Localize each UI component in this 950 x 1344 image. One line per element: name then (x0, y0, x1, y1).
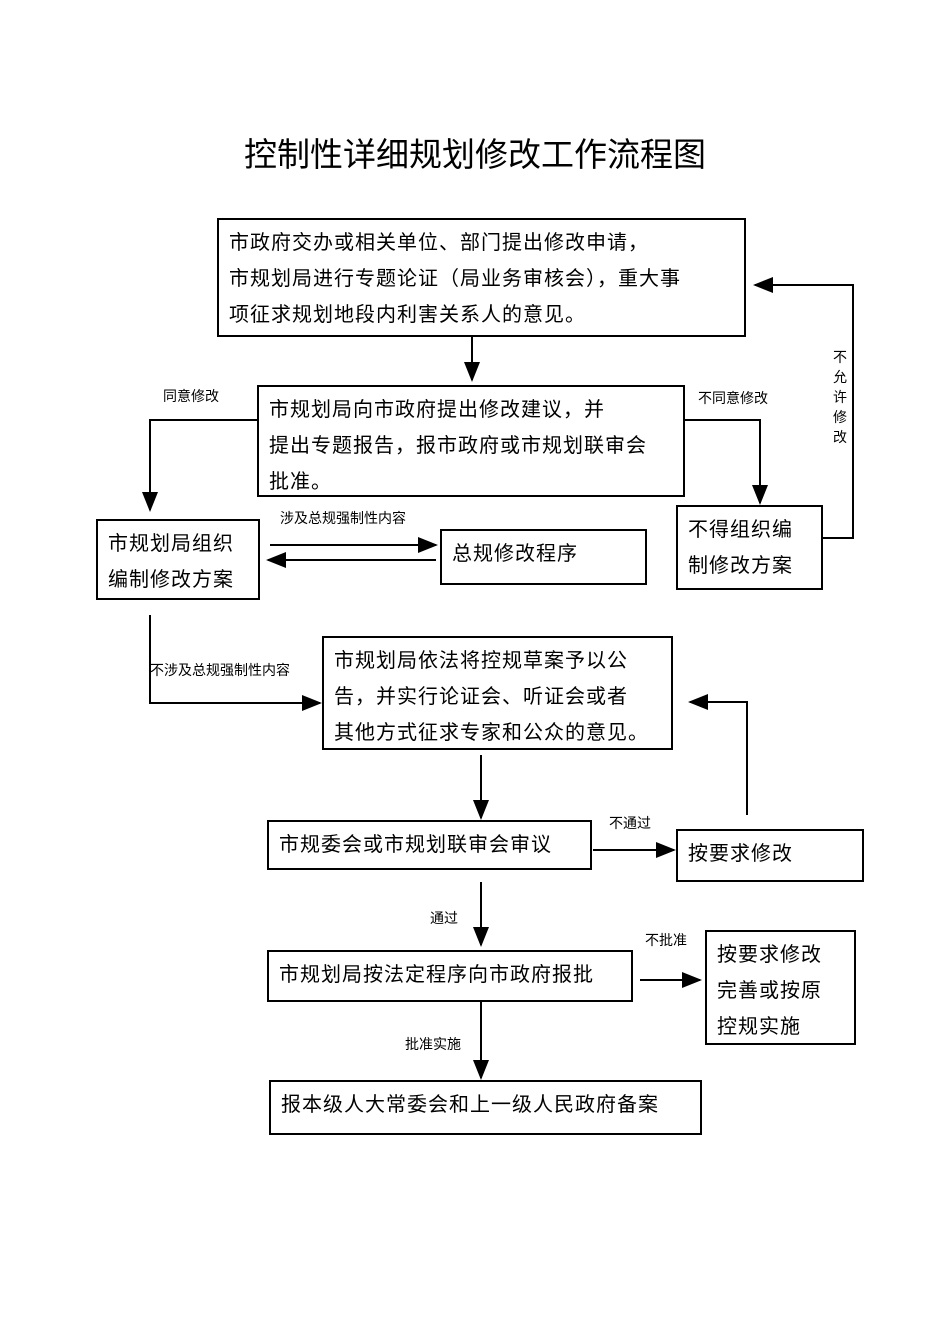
node-submit: 市规划局按法定程序向市政府报批 (267, 950, 633, 1002)
node-text: 按要求修改 (688, 841, 793, 865)
arrow-not-allowed (753, 277, 854, 539)
node-text: 其他方式征求专家和公众的意见。 (334, 720, 649, 744)
label-fail: 不通过 (609, 816, 651, 832)
node-revise: 按要求修改 (676, 829, 864, 882)
node-application: 市政府交办或相关单位、部门提出修改申请， 市规划局进行专题论证（局业务审核会），重… (217, 218, 746, 337)
node-review: 市规委会或市规划联审会审议 (267, 820, 592, 870)
node-master-plan-procedure: 总规修改程序 (440, 529, 647, 585)
label-agree: 同意修改 (163, 389, 219, 405)
node-text: 市规划局按法定程序向市政府报批 (279, 962, 594, 986)
node-text: 市政府交办或相关单位、部门提出修改申请， (229, 230, 649, 254)
node-text: 市规划局进行专题论证（局业务审核会），重大事 (229, 266, 681, 290)
node-text: 市规划局依法将控规草案予以公 (334, 648, 628, 672)
node-revise-or-keep: 按要求修改完善或按原控规实施 (705, 930, 856, 1045)
label-not-approved: 不批准 (645, 933, 687, 949)
node-public-notice: 市规划局依法将控规草案予以公告，并实行论证会、听证会或者其他方式征求专家和公众的… (322, 636, 673, 750)
label-not-allowed: 不允许修改 (833, 350, 847, 446)
node-text: 编制修改方案 (108, 567, 234, 591)
node-text: 按要求修改 (717, 942, 822, 966)
node-text: 告，并实行论证会、听证会或者 (334, 684, 628, 708)
arrow-not-involves (149, 615, 322, 711)
node-text: 完善或按原 (717, 978, 822, 1002)
node-text: 报本级人大常委会和上一级人民政府备案 (281, 1092, 659, 1116)
node-text: 项征求规划地段内利害关系人的意见。 (229, 302, 586, 326)
label-involves: 涉及总规强制性内容 (280, 511, 406, 527)
node-organize-plan: 市规划局组织编制修改方案 (96, 519, 260, 600)
arrow-agree (142, 419, 257, 512)
node-text: 提出专题报告，报市政府或市规划联审会 (269, 433, 647, 457)
node-text: 市规委会或市规划联审会审议 (279, 832, 552, 856)
node-text: 市规划局向市政府提出修改建议，并 (269, 397, 605, 421)
label-not-involves: 不涉及总规强制性内容 (150, 663, 290, 679)
node-text: 市规划局组织 (108, 531, 234, 555)
node-text: 不得组织编 (688, 517, 793, 541)
label-approved: 批准实施 (405, 1037, 461, 1053)
node-text: 制修改方案 (688, 553, 793, 577)
node-text: 总规修改程序 (452, 541, 578, 565)
arrow-disagree (685, 419, 768, 505)
arrow-revise-back (688, 694, 748, 815)
label-disagree: 不同意修改 (698, 391, 768, 407)
label-pass: 通过 (430, 911, 458, 927)
node-proposal: 市规划局向市政府提出修改建议，并提出专题报告，报市政府或市规划联审会批准。 (257, 385, 685, 497)
node-text: 批准。 (269, 469, 332, 493)
page-title: 控制性详细规划修改工作流程图 (244, 135, 706, 174)
node-not-allowed: 不得组织编制修改方案 (676, 505, 823, 590)
node-filing: 报本级人大常委会和上一级人民政府备案 (269, 1080, 702, 1135)
node-text: 控规实施 (717, 1014, 801, 1038)
